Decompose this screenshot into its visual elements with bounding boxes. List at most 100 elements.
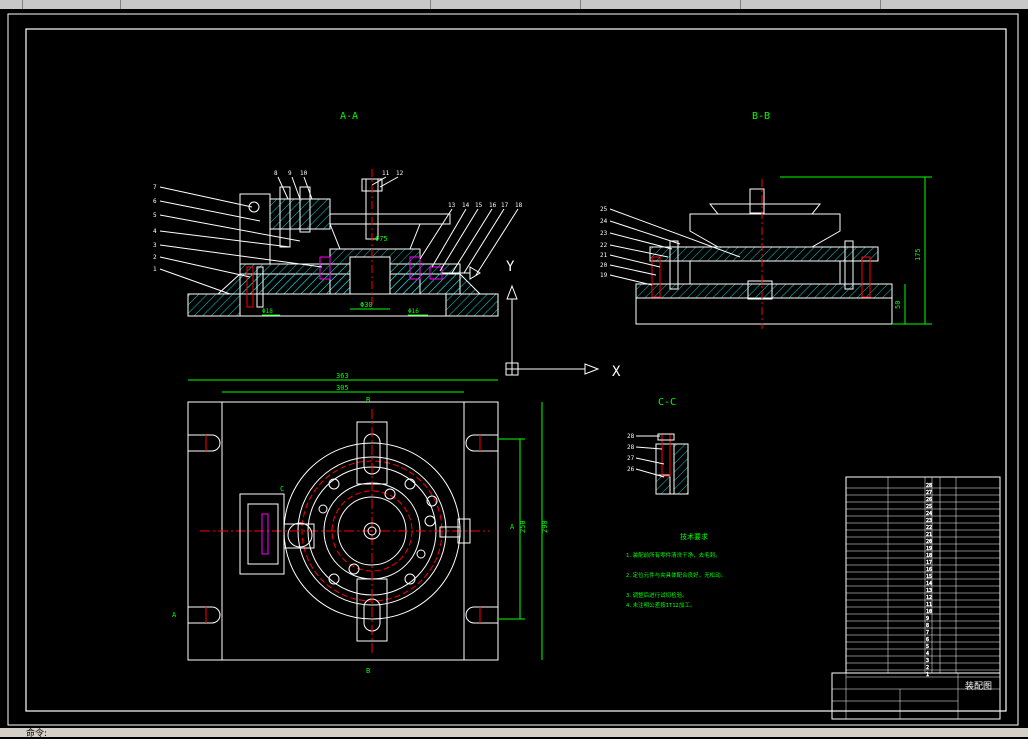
note-line-2: 2.定位元件与夹具体配合良好，无松动。 bbox=[626, 571, 726, 579]
balloon-13: 13 bbox=[448, 202, 456, 209]
bom-row-number: 16 bbox=[926, 567, 932, 573]
bom-row-number: 21 bbox=[926, 532, 932, 538]
bb-title: B-B bbox=[752, 111, 770, 122]
balloon-3: 3 bbox=[153, 242, 157, 249]
svg-text:26: 26 bbox=[627, 466, 635, 473]
bom-row-number: 15 bbox=[926, 574, 932, 580]
svg-text:X: X bbox=[612, 364, 621, 380]
bom-row-number: 13 bbox=[926, 588, 932, 594]
balloon-22: 22 bbox=[600, 242, 608, 249]
balloon-2: 2 bbox=[153, 254, 157, 261]
section-bb: B-B 175 50 25 24 23 22 bbox=[600, 111, 932, 329]
bom-row-number: 19 bbox=[926, 546, 932, 552]
svg-text:B: B bbox=[366, 396, 370, 404]
plan-view: 363 305 250 290 A A B B C bbox=[172, 372, 549, 675]
inner-frame bbox=[25, 28, 1007, 712]
svg-text:Φ30: Φ30 bbox=[360, 301, 373, 309]
title-block: 2827262524232221201918171615141312111098… bbox=[831, 476, 1001, 720]
bom-row-number: 8 bbox=[926, 623, 929, 629]
balloon-19: 19 bbox=[600, 272, 608, 279]
notes-title: 技术要求 bbox=[680, 532, 708, 541]
svg-text:Φ18: Φ18 bbox=[262, 308, 273, 315]
balloon-21: 21 bbox=[600, 252, 608, 259]
command-line[interactable]: 命令: bbox=[0, 728, 1028, 739]
bom-row-number: 27 bbox=[926, 490, 932, 496]
svg-text:Φ75: Φ75 bbox=[375, 235, 388, 243]
bom-row-number: 11 bbox=[926, 602, 932, 608]
bom-row-number: 17 bbox=[926, 560, 932, 566]
linetype-dropdown[interactable] bbox=[580, 0, 741, 9]
svg-text:28: 28 bbox=[627, 433, 635, 440]
balloon-12: 12 bbox=[396, 170, 404, 177]
svg-text:50: 50 bbox=[894, 301, 902, 309]
drawing-canvas[interactable]: A-A Φ30 Φ75 Φ18 bbox=[0, 9, 1028, 728]
balloon-7: 7 bbox=[153, 184, 157, 191]
balloon-11: 11 bbox=[382, 170, 390, 177]
balloon-5: 5 bbox=[153, 212, 157, 219]
bom-row-number: 7 bbox=[926, 630, 929, 636]
balloon-8: 8 bbox=[274, 170, 278, 177]
balloon-23: 23 bbox=[600, 230, 608, 237]
svg-text:A: A bbox=[172, 611, 177, 619]
toolbar-icon-group[interactable] bbox=[60, 0, 121, 9]
ucs-icon: X Y bbox=[505, 259, 621, 380]
balloon-16: 16 bbox=[489, 202, 497, 209]
section-cc: C-C 28 28 27 26 bbox=[627, 397, 689, 495]
svg-text:28: 28 bbox=[627, 444, 635, 451]
toolbar-icon-group[interactable] bbox=[0, 0, 23, 9]
bom-row-number: 10 bbox=[926, 609, 932, 615]
cc-title: C-C bbox=[658, 397, 676, 408]
command-prompt: 命令: bbox=[26, 729, 48, 739]
bom-row-number: 14 bbox=[926, 581, 932, 587]
plotstyle-dropdown[interactable] bbox=[880, 0, 1028, 9]
balloon-6: 6 bbox=[153, 198, 157, 205]
svg-text:27: 27 bbox=[627, 455, 635, 462]
color-dropdown[interactable] bbox=[430, 0, 581, 9]
svg-text:250: 250 bbox=[519, 520, 527, 533]
bom-row-number: 20 bbox=[926, 539, 932, 545]
bom-row-number: 23 bbox=[926, 518, 932, 524]
drawing-name: 装配图 bbox=[965, 680, 992, 692]
balloon-24: 24 bbox=[600, 218, 608, 225]
svg-text:175: 175 bbox=[914, 248, 922, 261]
svg-text:B: B bbox=[366, 667, 370, 675]
note-line-3: 3.调整后进行试切检验。 bbox=[626, 591, 688, 599]
balloon-14: 14 bbox=[462, 202, 470, 209]
section-aa: A-A Φ30 Φ75 Φ18 bbox=[153, 111, 523, 317]
svg-text:C: C bbox=[280, 485, 284, 493]
lineweight-dropdown[interactable] bbox=[740, 0, 881, 9]
balloon-18: 18 bbox=[515, 202, 523, 209]
balloon-10: 10 bbox=[300, 170, 308, 177]
bom-row-number: 28 bbox=[926, 483, 932, 489]
bom-row-number: 2 bbox=[926, 665, 929, 671]
bom-row-number: 1 bbox=[926, 672, 929, 678]
outer-frame bbox=[7, 13, 1019, 726]
aa-title: A-A bbox=[340, 111, 358, 122]
note-line-1: 1.装配前所有零件清洗干净，去毛刺。 bbox=[626, 551, 721, 559]
bom-row-number: 26 bbox=[926, 497, 932, 503]
note-line-4: 4.未注明公差按IT12加工。 bbox=[626, 601, 695, 609]
bom-row-number: 25 bbox=[926, 504, 932, 510]
bom-row-number: 12 bbox=[926, 595, 932, 601]
svg-text:Φ16: Φ16 bbox=[408, 308, 419, 315]
svg-text:305: 305 bbox=[336, 384, 349, 392]
balloon-9: 9 bbox=[288, 170, 292, 177]
balloon-25: 25 bbox=[600, 206, 608, 213]
cad-top-toolbar bbox=[0, 0, 1028, 9]
balloon-4: 4 bbox=[153, 228, 157, 235]
balloon-20: 20 bbox=[600, 262, 608, 269]
bom-row-number: 22 bbox=[926, 525, 932, 531]
svg-text:363: 363 bbox=[336, 372, 349, 380]
bom-row-number: 4 bbox=[926, 651, 929, 657]
svg-text:290: 290 bbox=[541, 520, 549, 533]
balloon-1: 1 bbox=[153, 266, 157, 273]
bom-row-number: 18 bbox=[926, 553, 932, 559]
bom-row-number: 9 bbox=[926, 616, 929, 622]
bom-row-number: 6 bbox=[926, 637, 929, 643]
balloon-15: 15 bbox=[475, 202, 483, 209]
layer-dropdown[interactable] bbox=[360, 0, 431, 9]
bom-row-number: 3 bbox=[926, 658, 929, 664]
bom-row-number: 5 bbox=[926, 644, 929, 650]
svg-text:Y: Y bbox=[506, 259, 515, 275]
bom-row-number: 24 bbox=[926, 511, 932, 517]
